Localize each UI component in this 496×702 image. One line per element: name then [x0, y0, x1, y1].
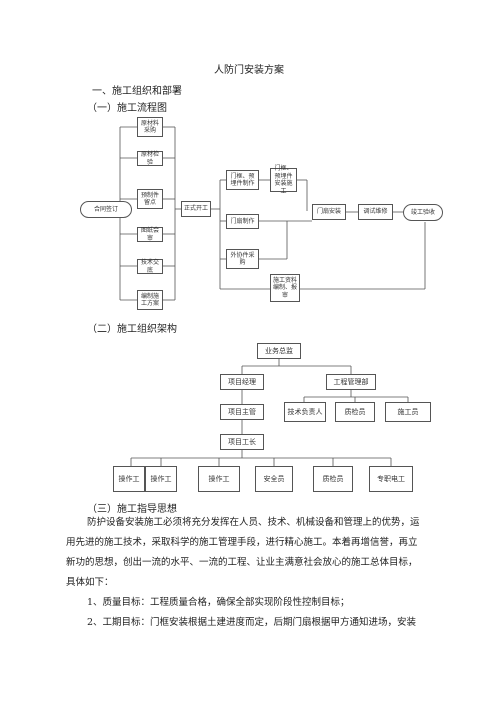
- flow-formal-start: 正式开工: [181, 201, 211, 217]
- flow-branch-outsource: 外协件采购: [226, 249, 259, 269]
- flow-prep-4: 图纸会审: [137, 227, 163, 242]
- org-engineering-dept: 工程管理部: [326, 374, 376, 390]
- flow-prep-1: 原材料采购: [137, 117, 163, 137]
- goal-schedule: 2、工期目标：门框安装根据土建进度而定，后期门扇根据甲方通知进场，安装: [87, 617, 417, 628]
- org-worker-1: 操作工: [113, 466, 145, 492]
- org-site-worker: 施工员: [385, 402, 431, 422]
- paragraph-line-2: 用先进的施工技术，采取科学的施工管理手段，进行精心施工。本着再增信誉，再立: [66, 537, 418, 548]
- subheading-flow: （一）施工流程图: [87, 103, 167, 114]
- org-foreman: 项目工长: [220, 434, 264, 450]
- section-heading-1: 一、施工组织和部署: [92, 86, 182, 97]
- subheading-org: （二）施工组织架构: [87, 324, 177, 335]
- flow-branch-docs: 施工资料编制、报审: [270, 274, 300, 302]
- org-safety: 安全员: [255, 466, 293, 492]
- flow-debug: 调试维修: [358, 204, 393, 220]
- flow-door-install: 门扇安装: [312, 204, 346, 220]
- org-project-manager: 项目经理: [220, 374, 264, 390]
- org-quality: 质检员: [313, 466, 353, 492]
- flow-prep-3: 预制件留点: [137, 189, 163, 209]
- paragraph-line-4: 具体如下：: [66, 577, 114, 588]
- goal-quality: 1、质量目标：工程质量合格，确保全部实现阶段性控制目标；: [87, 597, 350, 608]
- org-worker-3: 操作工: [198, 466, 240, 492]
- flow-prep-6: 编制施工方案: [137, 290, 163, 310]
- subheading-principle: （三）施工指导思想: [87, 504, 177, 515]
- flow-branch-door-make: 门扇制作: [226, 214, 259, 229]
- flow-frame-install: 门框、预埋件安装施工: [270, 165, 297, 195]
- flow-prep-2: 原材检验: [137, 151, 163, 166]
- org-electrician: 专职电工: [369, 466, 413, 492]
- flow-finish: 竣工验收: [403, 204, 443, 221]
- flow-branch-frame-make: 门框、预埋件制作: [226, 170, 259, 190]
- org-qc-inspector: 质检员: [335, 402, 375, 422]
- org-director: 业务总监: [257, 343, 301, 359]
- org-tech-lead: 技术负责人: [284, 402, 326, 422]
- paragraph-line-3: 新功的思想，创出一流的水平、一流的工程、让业主满意社会放心的施工总体目标，: [66, 557, 418, 568]
- org-project-lead: 项目主管: [220, 404, 264, 420]
- doc-title: 人防门安装方案: [214, 65, 284, 76]
- flow-prep-5: 技术交底: [137, 259, 163, 274]
- flow-start-contract: 合同签订: [80, 201, 132, 218]
- org-worker-2: 操作工: [145, 466, 177, 492]
- paragraph-line-1: 防护设备安装施工必须将充分发挥在人员、技术、机械设备和管理上的优势，运: [87, 517, 420, 528]
